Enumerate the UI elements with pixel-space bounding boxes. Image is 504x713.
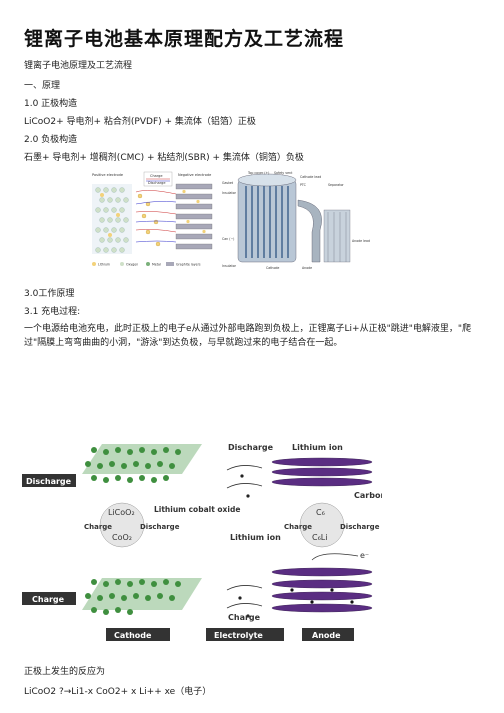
charge-left-label: Charge (84, 523, 112, 531)
discharge-top-label: Discharge (228, 443, 274, 452)
carbon-label: Carbon (354, 491, 382, 500)
insulator-bottom-label: Insulator (222, 264, 237, 268)
negative-electrode-label: Negative electrode (178, 173, 211, 177)
charge-right-label: Charge (284, 523, 312, 531)
ptc-label: PTC (300, 183, 307, 187)
positive-formula: LiCoO2+ 导电剂+ 粘合剂(PVDF) + 集流体（铝箔）正极 (24, 117, 256, 127)
heading-charging-process: 3.1 充电过程: (24, 307, 81, 317)
safety-vent-label: Safety vent (274, 171, 293, 175)
charge-bottom-label: Charge (228, 613, 261, 622)
cathode-lattice-bottom (82, 578, 202, 615)
c6li-label: C₆Li (312, 533, 327, 542)
gasket-label: Gasket (222, 181, 234, 185)
anode-bottom-label: Anode (312, 631, 341, 640)
section-heading-principle: 一、原理 (24, 81, 61, 91)
insulator-label: Insulator (222, 191, 237, 195)
charging-paragraph: 一个电源给电池充电，此时正极上的电子e从通过外部电路跑到负极上，正锂离子Li+从… (24, 324, 472, 348)
coo2-label: CoO₂ (112, 533, 132, 542)
legend-oxygen: Oxygen (126, 263, 138, 267)
c6-label: C₆ (316, 508, 325, 517)
cathode-lattice-top (82, 444, 202, 483)
electrolyte-label: Electrolyte (214, 631, 263, 640)
legend-lithium: Lithium (98, 263, 110, 267)
charge-side-label: Charge (32, 595, 65, 604)
discharge-side-label: Discharge (26, 477, 72, 486)
charge-discharge-figure: Discharge Charge Discharge Lithium ion L… (22, 443, 382, 641)
charge-arrow-label: Charge (150, 174, 163, 178)
anode-lead-label: Anode lead (352, 239, 370, 243)
heading-working-principle: 3.0工作原理 (24, 289, 75, 299)
discharge-left-label: Discharge (140, 523, 180, 531)
top-cover-label: Top cover (+) (247, 171, 269, 175)
doc-subtitle: 锂离子电池原理及工艺流程 (24, 61, 133, 71)
separator-label: Separator (328, 183, 344, 187)
electron-label: e⁻ (360, 551, 369, 560)
anode-label: Anode (302, 266, 312, 270)
positive-reaction-equation: LiCoO2 ?→Li1-x CoO2+ x Li++ xe（电子） (24, 687, 212, 697)
legend-metal: Metal (152, 263, 161, 267)
anode-graphite-bottom (271, 567, 373, 613)
anode-graphite-top (271, 457, 373, 487)
positive-lattice (92, 184, 132, 254)
cathode-label: Cathode (266, 266, 279, 270)
positive-reaction-heading: 正极上发生的反应为 (24, 667, 106, 677)
lithium-ion-mid-label: Lithium ion (230, 533, 281, 542)
discharge-right-label: Discharge (340, 523, 380, 531)
negative-formula: 石墨+ 导电剂+ 增稠剂(CMC) + 粘结剂(SBR) + 集流体（铜箔）负极 (24, 153, 304, 163)
positive-electrode-label: Positive electrode (92, 173, 123, 177)
cylindrical-cell (237, 173, 351, 263)
heading-negative-structure: 2.0 负极构造 (24, 135, 78, 145)
licoo2-label: LiCoO₂ (108, 508, 135, 517)
lithium-ion-top-label: Lithium ion (292, 443, 343, 452)
page-title: 锂离子电池基本原理配方及工艺流程 (24, 28, 345, 50)
cathode-lead-label: Cathode lead (300, 175, 321, 179)
legend-graphite: Graphite layers (176, 263, 201, 267)
lco-label: Lithium cobalt oxide (154, 505, 240, 514)
heading-positive-structure: 1.0 正极构造 (24, 99, 78, 109)
can-label: Can (−) (222, 237, 234, 241)
discharge-arrow-label: Discharge (148, 181, 166, 185)
battery-structure-figure: Positive electrode Charge Discharge Nega… (92, 171, 370, 270)
cathode-bottom-label: Cathode (114, 631, 152, 640)
